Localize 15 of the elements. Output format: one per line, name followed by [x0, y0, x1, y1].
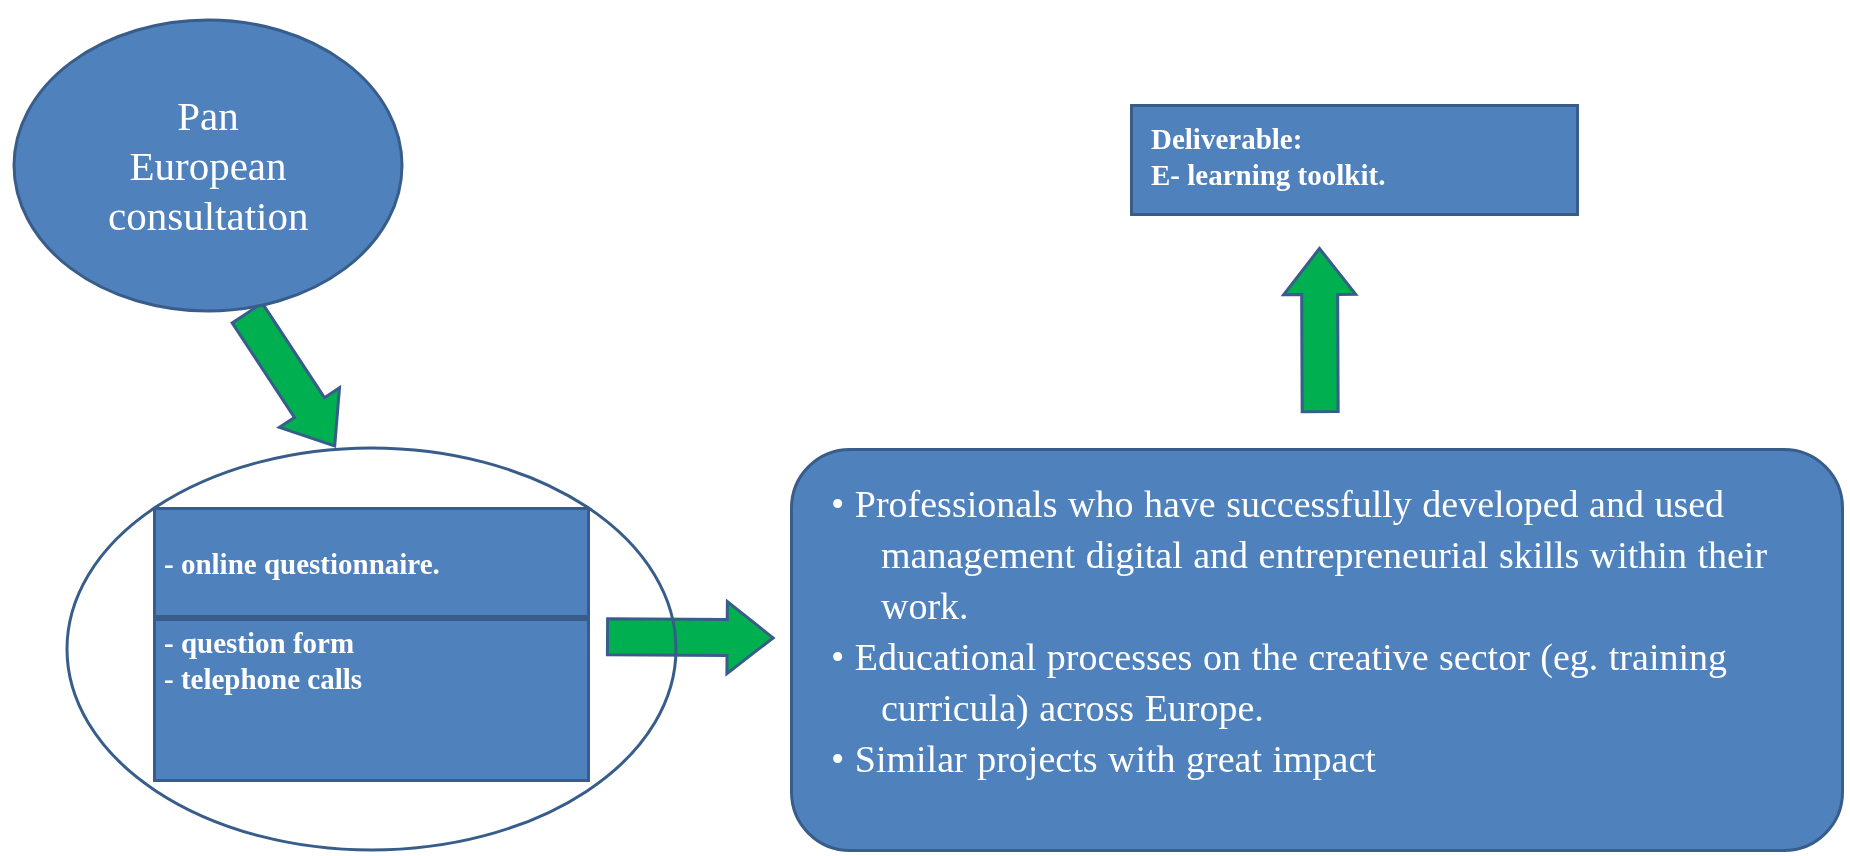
block-arrow [605, 598, 776, 677]
bullet-item: • Similar projects with great impact [831, 737, 1377, 782]
bullet-item: • Educational processes on the creative sector (eg. training curricula) across Europe. [831, 635, 1728, 731]
process-box [1130, 104, 1579, 216]
block-arrow [1280, 246, 1359, 414]
node-label: - question form [164, 626, 356, 661]
node-label: - telephone calls [164, 662, 364, 697]
rounded-box [790, 448, 1844, 852]
bullet-item: • Professionals who have successfully developed and used management digital and entrepreneurial skills within their work. [831, 482, 1769, 629]
node-label: - online questionnaire. [164, 547, 441, 582]
node-label: E- learning toolkit. [1151, 158, 1387, 193]
node-label: Deliverable: [1151, 122, 1304, 157]
node-label: Pan European consultation [108, 91, 308, 241]
process-box [153, 507, 590, 618]
process-box [153, 618, 590, 782]
